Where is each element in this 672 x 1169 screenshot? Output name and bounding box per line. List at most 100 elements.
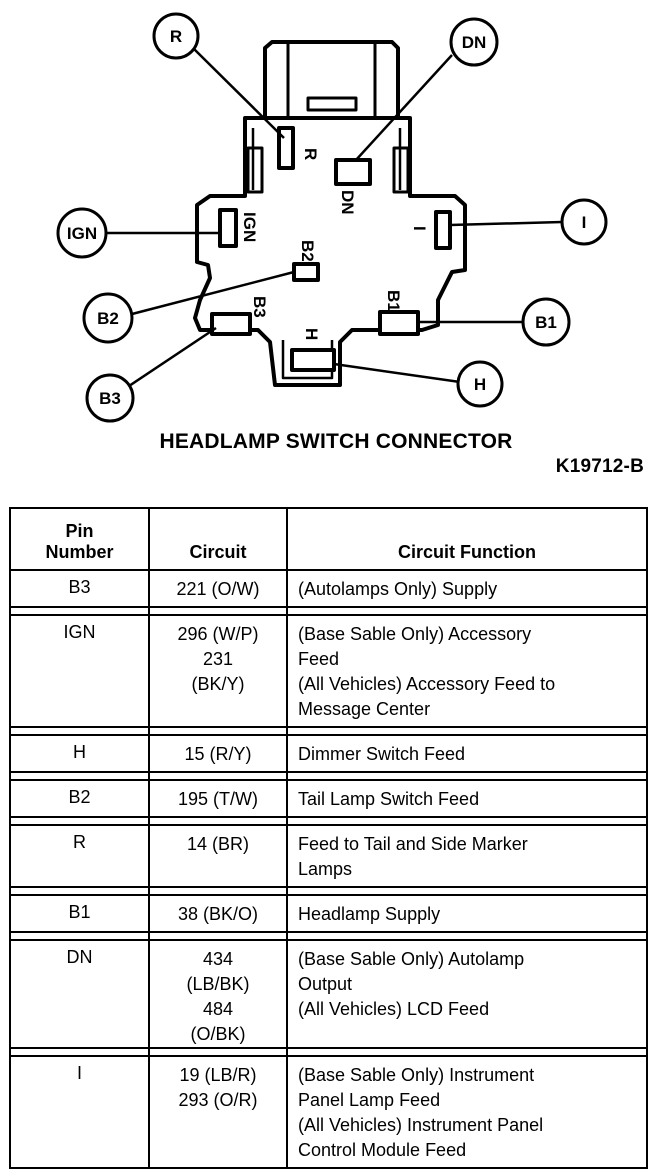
circuit-line: (BK/Y) <box>191 674 245 694</box>
circuit-line: 296 (W/P) <box>177 624 259 644</box>
cell-pin-number: IGN <box>9 614 150 728</box>
terminal-dn <box>334 158 372 186</box>
cell-circuit: 221 (O/W) <box>148 569 288 608</box>
function-line: (Base Sable Only) Accessory <box>298 624 532 644</box>
function-line: Message Center <box>298 699 431 719</box>
terminal-ign <box>218 208 238 248</box>
callout-b1: B1 <box>535 313 557 332</box>
spacer-cell <box>286 887 648 895</box>
circuit-line: 38 (BK/O) <box>177 904 259 924</box>
callout-b2: B2 <box>97 309 119 328</box>
spacer-cell <box>148 607 288 615</box>
row-spacer <box>9 817 648 825</box>
function-line: (All Vehicles) Instrument Panel <box>298 1115 544 1135</box>
function-line: Headlamp Supply <box>298 904 441 924</box>
circuit-line: 293 (O/R) <box>178 1090 258 1110</box>
circuit-line: 15 (R/Y) <box>184 744 252 764</box>
function-line: Lamps <box>298 859 353 879</box>
spacer-cell <box>148 817 288 825</box>
function-line: (All Vehicles) Accessory Feed to <box>298 674 556 694</box>
pin-label-dn: DN <box>338 190 357 215</box>
header-pin-line2: Number <box>45 542 114 562</box>
pin-function-table: Pin Number Circuit Circuit Function B3 22… <box>9 507 648 1169</box>
spacer-cell <box>148 1048 288 1056</box>
function-line: Dimmer Switch Feed <box>298 744 466 764</box>
callout-h: H <box>474 375 486 394</box>
function-line: Panel Lamp Feed <box>298 1090 441 1110</box>
spacer-cell <box>9 607 150 615</box>
spacer-cell <box>9 1048 150 1056</box>
connector-body <box>193 116 467 387</box>
cell-circuit: 19 (LB/R) 293 (O/R) <box>148 1055 288 1169</box>
callout-circle-h <box>456 360 504 408</box>
callout-circle-b1 <box>521 297 571 347</box>
cell-circuit-function: Headlamp Supply <box>286 894 648 933</box>
cell-circuit: 14 (BR) <box>148 824 288 888</box>
row-spacer <box>9 607 648 615</box>
callout-r: R <box>170 27 182 46</box>
callout-circle-i <box>560 198 608 246</box>
spacer-cell <box>148 727 288 735</box>
cell-pin-number: I <box>9 1055 150 1169</box>
callout-i: I <box>582 213 587 232</box>
callout-ign: IGN <box>67 224 97 243</box>
cell-circuit-function: Tail Lamp Switch Feed <box>286 779 648 818</box>
spacer-cell <box>286 607 648 615</box>
terminal-i <box>434 210 452 250</box>
connector-diagram: R DN IGN I B2 B1 B3 H R DN IGN I B2 B1 B… <box>56 12 608 423</box>
header-circuit-function: Circuit Function <box>286 507 648 571</box>
connector-latch <box>263 40 400 118</box>
table-row: IGN 296 (W/P) 231 (BK/Y) (Base Sable Only) A… <box>9 614 648 728</box>
circuit-line: 19 (LB/R) <box>179 1065 257 1085</box>
row-spacer <box>9 1048 648 1056</box>
function-line: Tail Lamp Switch Feed <box>298 789 480 809</box>
callout-circle-b2 <box>82 292 134 344</box>
spacer-cell <box>148 932 288 940</box>
function-line: Output <box>298 974 353 994</box>
table-header-row: Pin Number Circuit Circuit Function <box>9 507 648 571</box>
pin-label-b2: B2 <box>298 240 317 262</box>
cell-pin-number: B1 <box>9 894 150 933</box>
terminal-b3 <box>210 312 252 336</box>
function-line: Feed <box>298 649 340 669</box>
row-spacer <box>9 887 648 895</box>
circuit-line: 231 <box>202 649 234 669</box>
header-pin-number: Pin Number <box>9 507 150 571</box>
spacer-cell <box>286 727 648 735</box>
callout-circle-b3 <box>85 373 135 423</box>
spacer-cell <box>9 817 150 825</box>
terminal-h <box>290 348 336 372</box>
pin-label-i: I <box>410 226 429 231</box>
pin-label-b1: B1 <box>384 290 403 312</box>
cell-circuit: 434(LB/BK)484(O/BK) <box>148 939 288 1049</box>
spacer-cell <box>148 772 288 780</box>
spacer-cell <box>9 887 150 895</box>
callout-b3: B3 <box>99 389 121 408</box>
spacer-cell <box>9 727 150 735</box>
cell-pin-number: B3 <box>9 569 150 608</box>
table-row: B1 38 (BK/O) Headlamp Supply <box>9 894 648 933</box>
row-spacer <box>9 772 648 780</box>
cell-circuit: 38 (BK/O) <box>148 894 288 933</box>
spacer-cell <box>9 772 150 780</box>
pin-label-r: R <box>301 148 320 160</box>
function-line: (Base Sable Only) Autolamp <box>298 949 525 969</box>
cell-circuit: 15 (R/Y) <box>148 734 288 773</box>
circuit-line: 195 (T/W) <box>177 789 258 809</box>
header-pin-line1: Pin <box>65 521 94 541</box>
figure-id: K19712-B <box>555 456 644 477</box>
callout-circle-r <box>152 12 200 60</box>
circuit-line: (O/BK) <box>190 1024 246 1044</box>
circuit-line: 434 <box>202 949 234 969</box>
function-line: Feed to Tail and Side Marker <box>298 834 528 854</box>
terminal-b2 <box>292 262 320 282</box>
header-circuit: Circuit <box>148 507 288 571</box>
circuit-line: 221 (O/W) <box>176 579 260 599</box>
